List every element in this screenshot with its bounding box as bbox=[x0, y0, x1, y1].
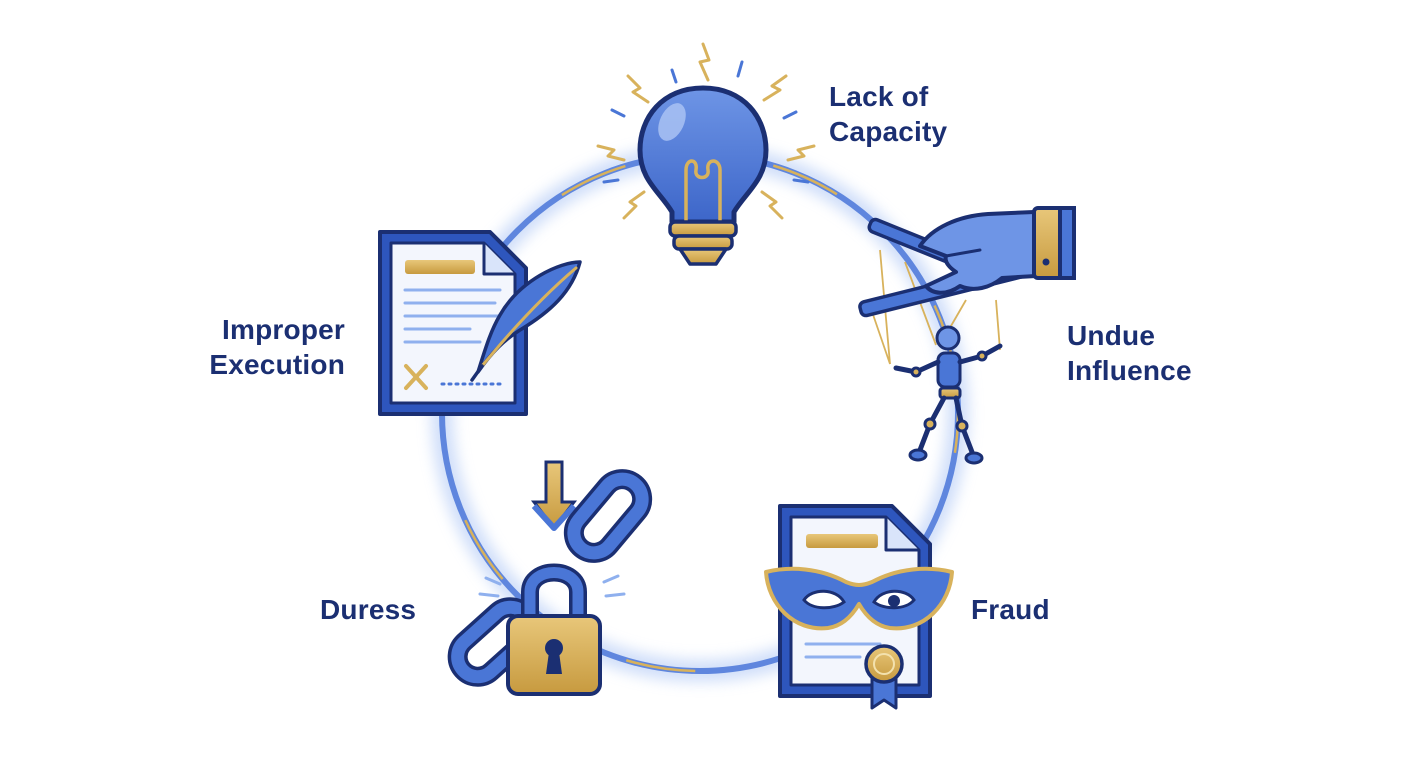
label-fraud: Fraud bbox=[971, 592, 1050, 627]
lightbulb-icon bbox=[596, 42, 816, 266]
label-line: Influence bbox=[1067, 355, 1192, 386]
puppet-hand-icon bbox=[858, 206, 1076, 465]
label-line: Undue bbox=[1067, 320, 1156, 351]
chain-lock-icon bbox=[447, 460, 653, 696]
label-line: Lack of bbox=[829, 81, 929, 112]
label-lack-of-capacity: Lack of Capacity bbox=[829, 79, 947, 149]
label-line: Capacity bbox=[829, 116, 948, 147]
label-line: Execution bbox=[209, 349, 345, 380]
masked-document-icon bbox=[764, 504, 954, 710]
document-quill-icon bbox=[378, 230, 582, 416]
label-line: Duress bbox=[320, 594, 417, 625]
label-line: Improper bbox=[222, 314, 345, 345]
label-line: Fraud bbox=[971, 594, 1050, 625]
label-duress: Duress bbox=[320, 592, 416, 627]
label-improper-execution: Improper Execution bbox=[189, 312, 345, 382]
label-undue-influence: Undue Influence bbox=[1067, 318, 1192, 388]
